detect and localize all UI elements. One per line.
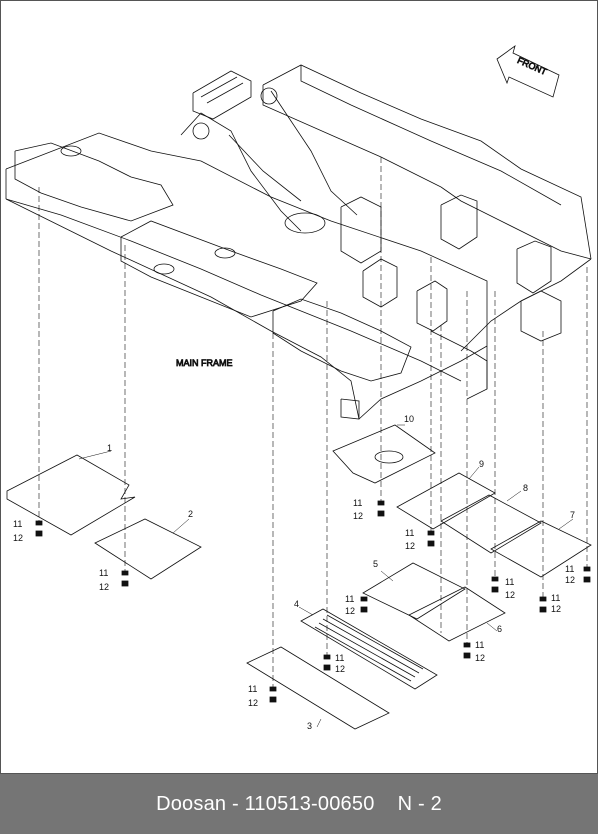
callout-5: 5 bbox=[373, 559, 378, 569]
hw-11-h: 11 bbox=[475, 640, 484, 650]
callout-9: 9 bbox=[479, 459, 484, 469]
callout-2: 2 bbox=[188, 509, 193, 519]
cover-plate-2 bbox=[94, 518, 202, 580]
footer-gap bbox=[375, 793, 398, 816]
hw-12-c: 12 bbox=[248, 698, 258, 708]
leader-lines bbox=[38, 157, 588, 689]
cover-plate-7 bbox=[490, 520, 592, 578]
hw-11-k: 11 bbox=[565, 564, 574, 574]
callout-10: 10 bbox=[404, 414, 414, 424]
hw-11-i: 11 bbox=[505, 577, 514, 587]
cover-plate-1 bbox=[6, 454, 136, 536]
hw-11-d: 11 bbox=[335, 653, 344, 663]
hw-12-h: 12 bbox=[475, 653, 485, 663]
callout-6: 6 bbox=[497, 624, 502, 634]
footer-part-number: 110513-00650 bbox=[244, 792, 375, 815]
callout-1: 1 bbox=[107, 443, 112, 453]
exploded-parts-diagram: FRONT bbox=[5, 44, 592, 731]
hw-12-j: 12 bbox=[551, 604, 561, 614]
bolt-washer-icons bbox=[35, 500, 591, 703]
front-label: FRONT bbox=[516, 55, 549, 77]
footer-brand: Doosan bbox=[156, 792, 227, 815]
footer-separator: - bbox=[226, 792, 245, 815]
callout-8: 8 bbox=[523, 483, 528, 493]
cover-plate-4 bbox=[300, 608, 438, 690]
hw-12-e: 12 bbox=[345, 606, 355, 616]
hw-11-a: 11 bbox=[13, 519, 22, 529]
hw-12-i: 12 bbox=[505, 590, 515, 600]
cover-plate-6 bbox=[408, 586, 506, 642]
cover-plate-8 bbox=[440, 494, 542, 554]
hw-12-f: 12 bbox=[353, 511, 363, 521]
hw-11-e: 11 bbox=[345, 594, 354, 604]
cover-plate-10 bbox=[332, 424, 436, 484]
callout-7: 7 bbox=[570, 510, 575, 520]
hw-11-c: 11 bbox=[248, 684, 257, 694]
hw-11-b: 11 bbox=[99, 568, 108, 578]
callout-3: 3 bbox=[307, 721, 312, 731]
front-arrow-icon bbox=[496, 44, 560, 98]
hw-11-g: 11 bbox=[405, 528, 414, 538]
footer-page: N - 2 bbox=[397, 792, 442, 815]
main-frame-structure bbox=[5, 64, 592, 420]
drawing-frame: FRONT bbox=[0, 0, 598, 774]
main-frame-label: MAIN FRAME bbox=[176, 358, 233, 368]
cover-plate-5 bbox=[362, 562, 466, 620]
hw-12-g: 12 bbox=[405, 541, 415, 551]
hw-12-b: 12 bbox=[99, 582, 109, 592]
hw-11-j: 11 bbox=[551, 593, 560, 603]
hw-11-f: 11 bbox=[353, 498, 362, 508]
callout-4: 4 bbox=[294, 599, 299, 609]
cover-plate-9 bbox=[396, 472, 496, 530]
footer-bar: Doosan - 110513-00650 N - 2 bbox=[0, 774, 598, 834]
hw-12-d: 12 bbox=[335, 664, 345, 674]
cover-plate-3 bbox=[246, 646, 390, 730]
hw-12-k: 12 bbox=[565, 575, 575, 585]
hw-12-a: 12 bbox=[13, 533, 23, 543]
